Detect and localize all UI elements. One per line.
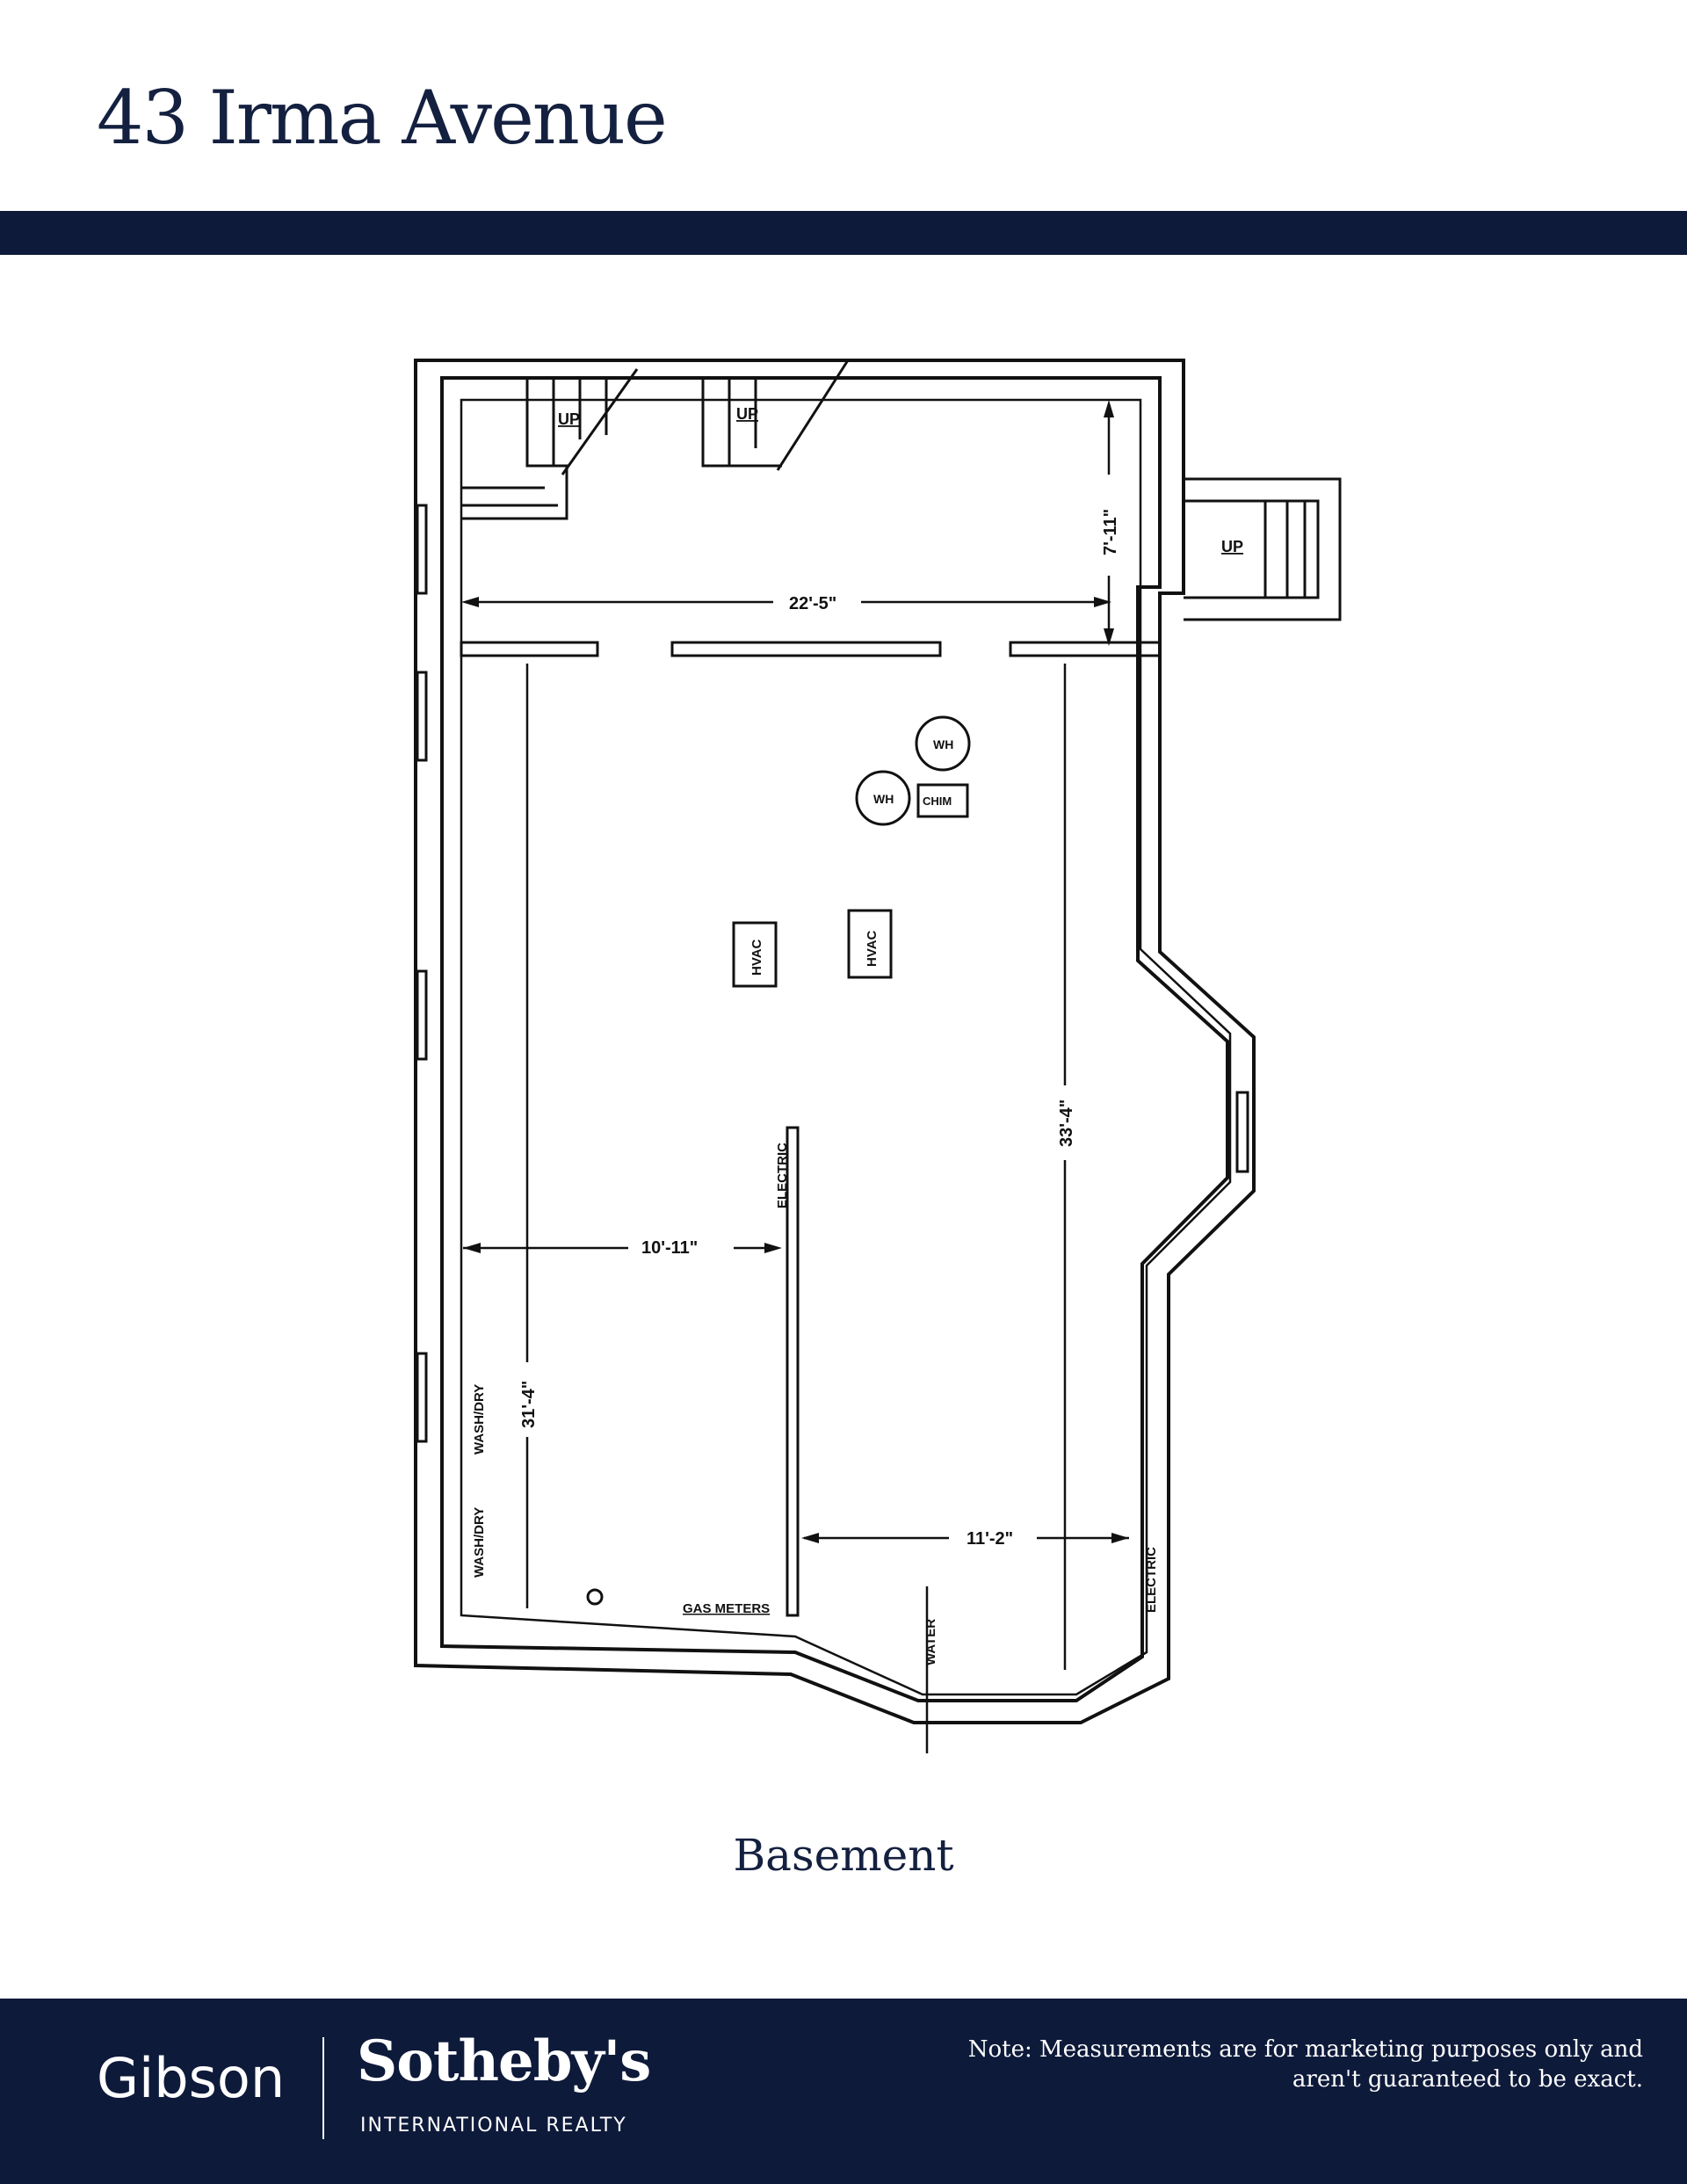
wh-label-2: WH xyxy=(873,792,894,806)
note-line-1: Note: Measurements are for marketing pur… xyxy=(967,2036,1643,2063)
dim-label-2: 7'-11" xyxy=(1101,509,1120,555)
water-label: WATER xyxy=(923,1619,938,1665)
water-heater-1 xyxy=(915,715,971,772)
water-heater-2 xyxy=(855,770,911,826)
dim-label-6: 11'-2" xyxy=(967,1529,1013,1549)
hvac-label-1: HVAC xyxy=(749,939,764,976)
interior-wall-line xyxy=(460,398,1232,1696)
dim-label-4: 10'-11" xyxy=(641,1238,698,1258)
floor-label: Basement xyxy=(733,1830,954,1881)
hvac-2 xyxy=(847,909,893,979)
outer-wall xyxy=(414,359,1256,1724)
partition-wall-3 xyxy=(1009,641,1162,657)
hvac-1 xyxy=(732,921,778,988)
window-left-2 xyxy=(416,671,428,762)
dim-label-5: 31'-4" xyxy=(519,1381,539,1428)
stair-3 xyxy=(1184,477,1342,621)
brand-gibson: Gibson xyxy=(97,2046,286,2110)
stair-label-1: UP xyxy=(558,410,580,428)
floor-plan: UP UP UP 22'-5" 7'-11" 33'-4" 10'-11" 31… xyxy=(0,334,1687,1784)
chim-label: CHIM xyxy=(923,795,952,808)
electric-label-2: ELECTRIC xyxy=(1144,1547,1159,1613)
page-title: 43 Irma Avenue xyxy=(97,75,668,161)
chimney xyxy=(916,783,969,818)
window-right-bay xyxy=(1235,1091,1249,1173)
stair-2 xyxy=(701,359,850,471)
window-left-3 xyxy=(416,969,428,1061)
wash-dry-label-1: WASH/DRY xyxy=(472,1384,487,1455)
note-line-2: aren't guaranteed to be exact. xyxy=(1292,2065,1643,2093)
brand-subtitle: INTERNATIONAL REALTY xyxy=(360,2115,627,2137)
partition-wall-1 xyxy=(460,641,599,657)
arrows xyxy=(461,400,1129,1543)
electric-wall xyxy=(786,1126,800,1617)
window-left-1 xyxy=(416,504,428,595)
window-left-4 xyxy=(416,1352,428,1443)
brand-divider xyxy=(322,2037,324,2139)
wh-label-1: WH xyxy=(933,737,953,751)
gas-meters-label: GAS METERS xyxy=(683,1601,770,1616)
brand-sothebys: Sotheby's xyxy=(357,2028,651,2094)
disclaimer-note: Note: Measurements are for marketing pur… xyxy=(940,2035,1643,2095)
partition-wall-2 xyxy=(670,641,942,657)
inner-wall xyxy=(440,376,1229,1702)
stair-label-2: UP xyxy=(736,405,758,423)
dim-label-3: 33'-4" xyxy=(1057,1099,1076,1147)
footer: Gibson Sotheby's INTERNATIONAL REALTY No… xyxy=(0,1999,1687,2184)
stair-1 xyxy=(461,368,639,520)
wash-dry-label-2: WASH/DRY xyxy=(472,1507,487,1578)
floor-drain xyxy=(586,1588,604,1606)
stair-label-3: UP xyxy=(1221,538,1243,555)
dim-label-1: 22'-5" xyxy=(789,594,836,613)
header-band xyxy=(0,211,1687,255)
hvac-label-2: HVAC xyxy=(865,930,880,967)
electric-label-1: ELECTRIC xyxy=(775,1143,790,1208)
